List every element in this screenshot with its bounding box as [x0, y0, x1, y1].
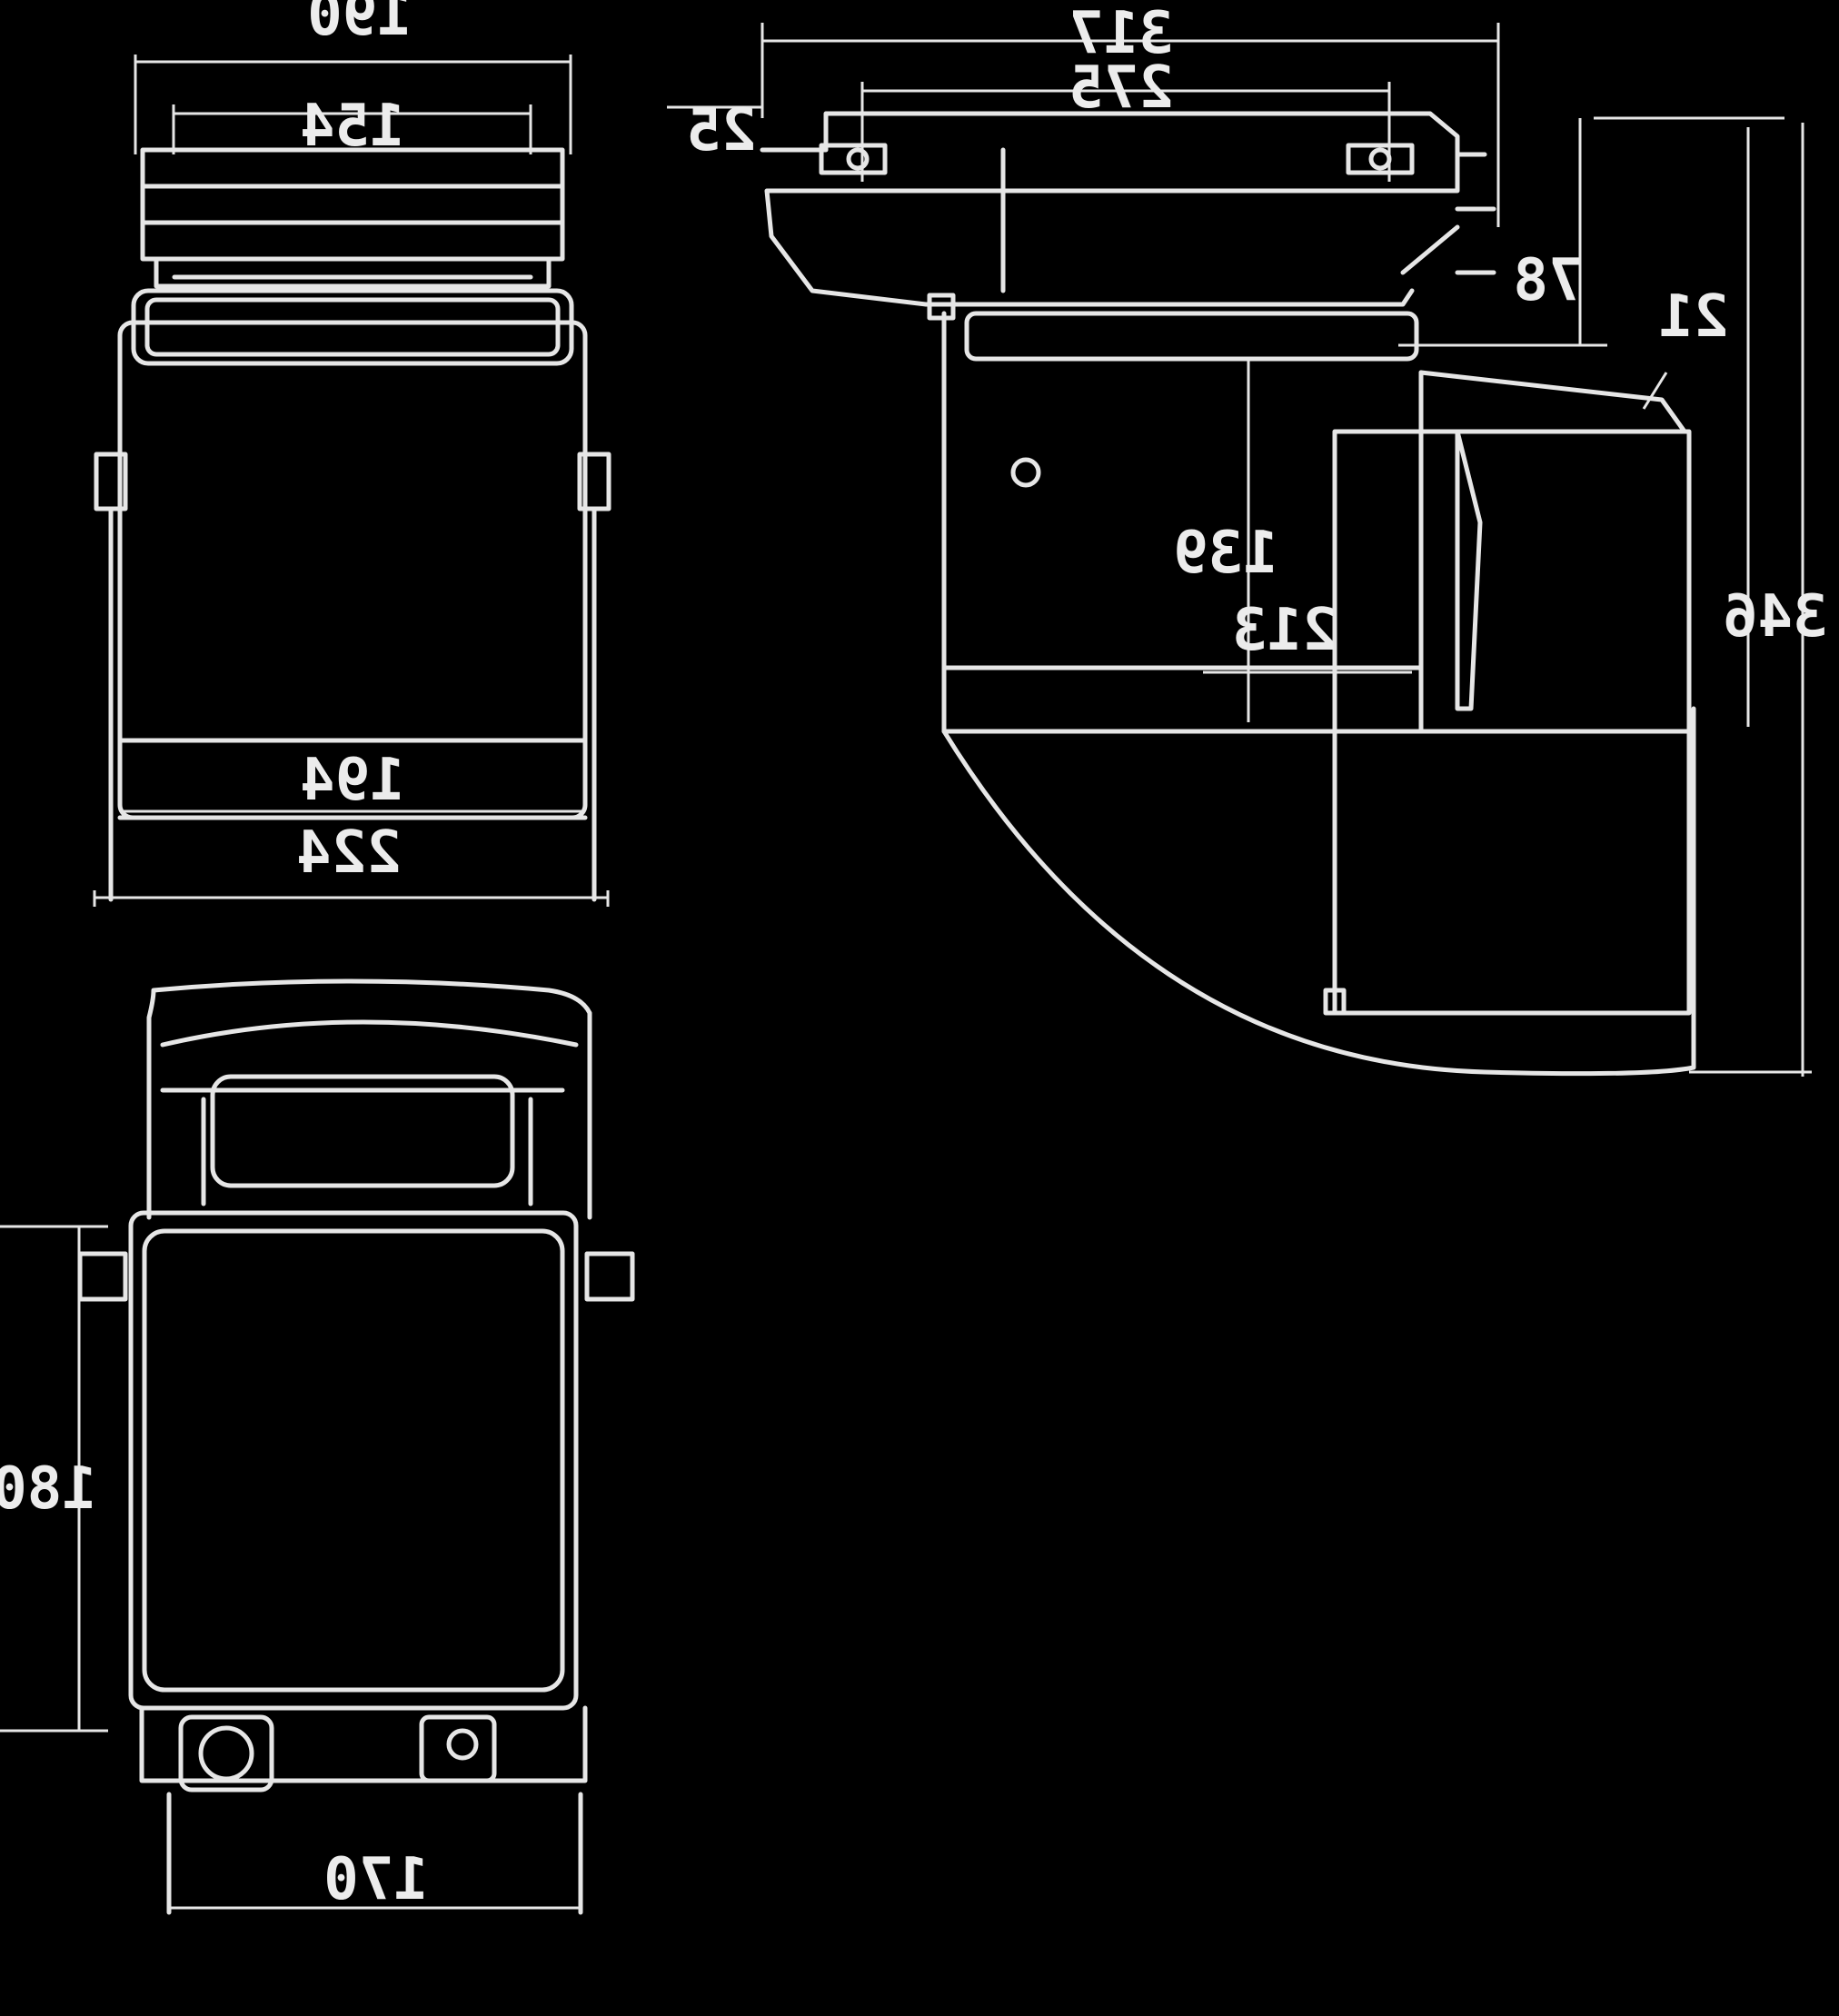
front-view-top — [93, 55, 611, 907]
dim-right-78: 78 — [1513, 247, 1583, 314]
dim-top-left-194: 194 — [300, 747, 405, 814]
side-view — [667, 23, 1812, 1077]
dim-right-346: 346 — [1723, 583, 1828, 650]
dim-right-317: 317 — [1069, 0, 1174, 67]
top-view — [0, 978, 635, 1915]
dim-bottom-left-170: 170 — [323, 1846, 429, 1913]
dim-right-21: 21 — [1658, 283, 1728, 351]
dim-right-213: 213 — [1232, 597, 1337, 664]
dim-top-left-224: 224 — [296, 819, 402, 887]
dim-right-275: 275 — [1069, 55, 1174, 122]
dimension-labels: 190 154 194 224 317 275 25 78 21 139 213… — [0, 0, 1828, 1913]
dim-right-25: 25 — [686, 97, 756, 164]
dim-top-left-154: 154 — [300, 93, 405, 160]
dim-bottom-left-180: 180 — [0, 1455, 97, 1523]
dim-top-left-190: 190 — [307, 0, 413, 49]
dim-right-139: 139 — [1173, 520, 1278, 587]
